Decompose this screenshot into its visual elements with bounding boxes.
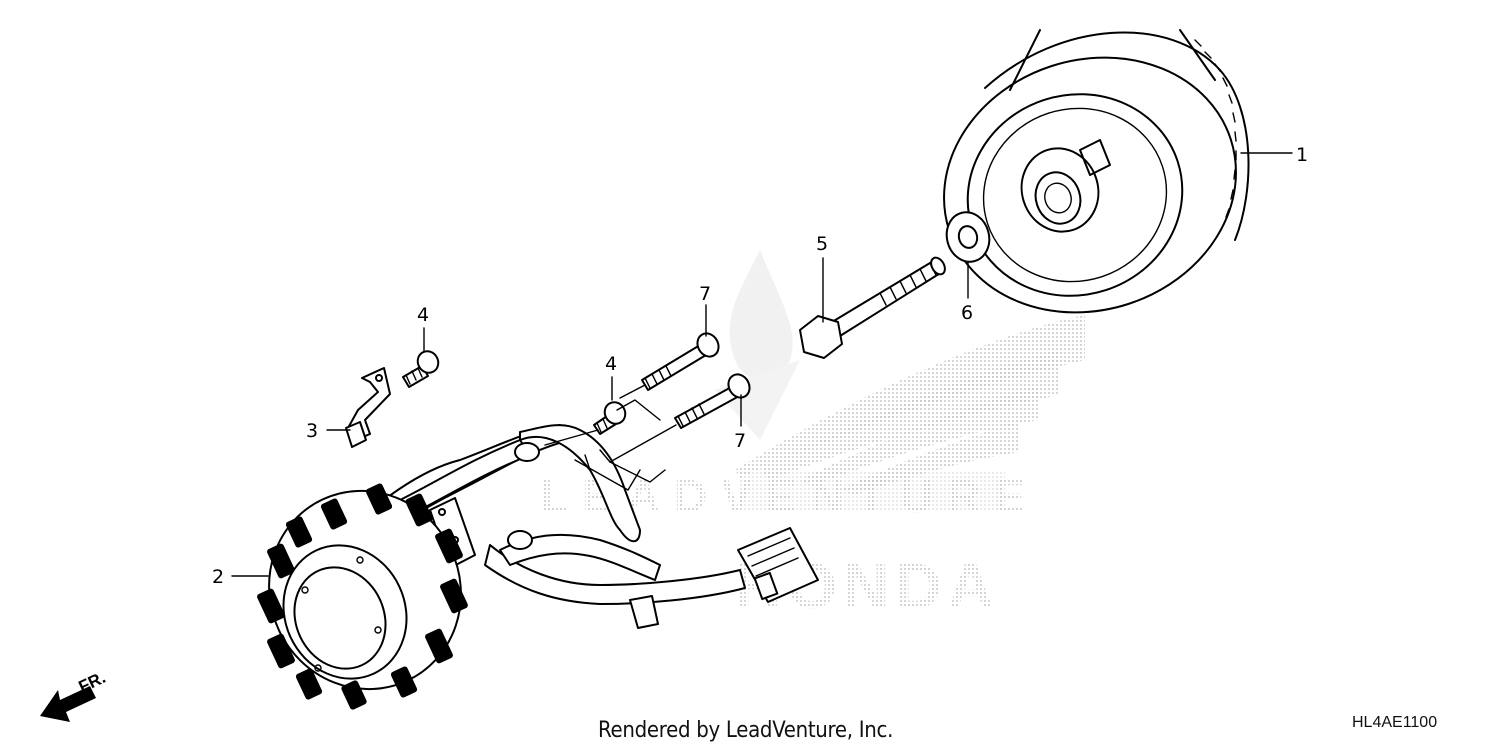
flame-watermark bbox=[715, 250, 800, 440]
assembly-guide-lines bbox=[544, 384, 677, 491]
honda-wing-watermark bbox=[735, 315, 1085, 510]
bolt-4-center bbox=[593, 401, 627, 435]
wire-clip bbox=[345, 367, 391, 448]
stator-assembly bbox=[257, 424, 819, 710]
callout-4-center: 4 bbox=[605, 353, 617, 375]
callout-1: 1 bbox=[1296, 144, 1308, 166]
diagram-code: HL4AE1100 bbox=[1352, 714, 1438, 731]
callout-3: 3 bbox=[306, 420, 318, 442]
render-credit: Rendered by LeadVenture, Inc. bbox=[598, 718, 894, 743]
bolt-7-upper bbox=[641, 332, 720, 391]
callout-4-left: 4 bbox=[417, 304, 429, 326]
flywheel-rotor bbox=[943, 29, 1250, 314]
callout-2: 2 bbox=[212, 566, 224, 588]
bolt-4-left bbox=[402, 350, 440, 388]
flange-bolt bbox=[799, 256, 946, 359]
callout-7-upper: 7 bbox=[699, 283, 711, 305]
callout-7-lower: 7 bbox=[734, 430, 746, 452]
callout-6: 6 bbox=[961, 302, 973, 324]
washer bbox=[945, 211, 991, 263]
leader-lines bbox=[231, 152, 1293, 577]
front-arrow-icon bbox=[40, 686, 96, 722]
callout-5: 5 bbox=[816, 233, 828, 255]
